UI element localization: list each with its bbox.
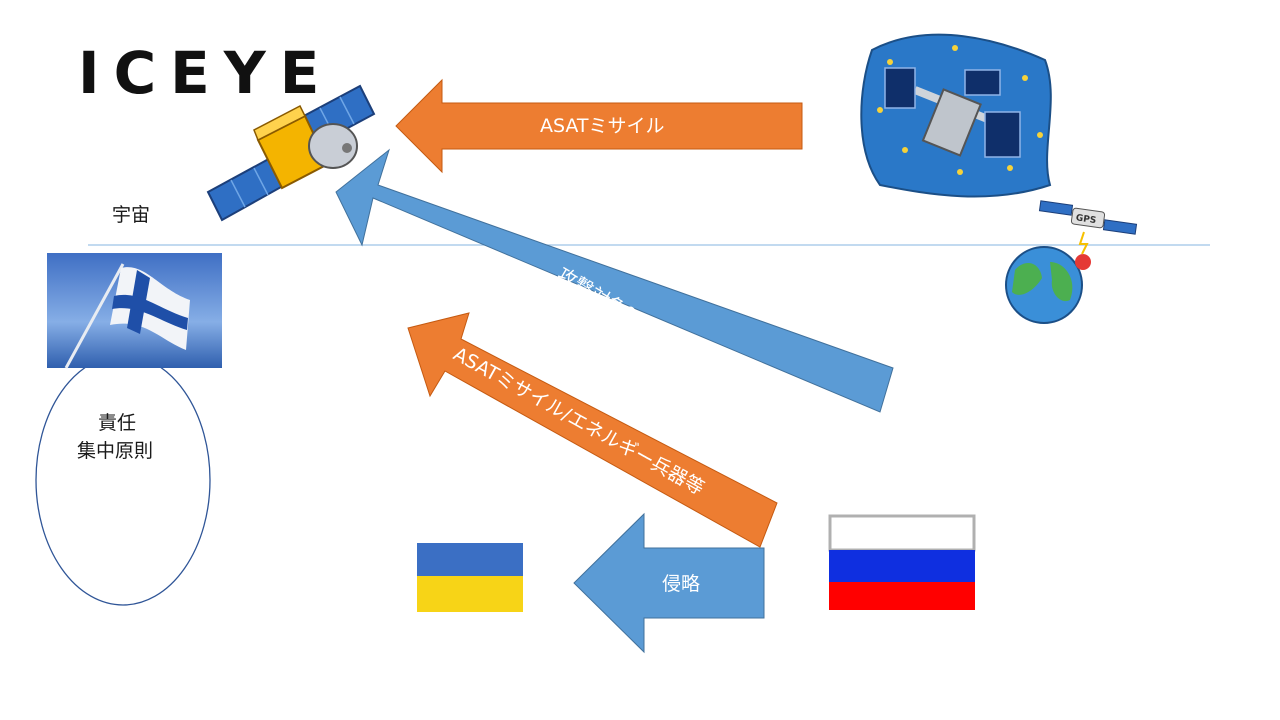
ukraine-flag	[417, 543, 523, 612]
russia-flag	[828, 514, 976, 610]
invasion-arrow: 侵略	[573, 512, 765, 654]
principle-label-line2: 集中原則	[77, 440, 154, 462]
asat-energy-arrow: ASATミサイル/エネルギー兵器等	[407, 312, 778, 548]
invasion-arrow-label: 侵略	[662, 573, 700, 595]
principle-ellipse	[35, 354, 211, 606]
finland-flag-photo	[47, 253, 222, 369]
gps-earth-icon: GPS	[1005, 200, 1138, 324]
principle-label-line1: 責任	[97, 412, 136, 434]
space-station-icon	[860, 33, 1052, 198]
iceye-logo: ICEYE	[78, 39, 334, 107]
asat-missile-arrow: ASATミサイル	[395, 78, 803, 174]
asat-missile-arrow-label: ASATミサイル	[540, 115, 665, 137]
gps-text: GPS	[1075, 213, 1097, 226]
asat-energy-arrow-label: ASATミサイル/エネルギー兵器等	[450, 343, 708, 499]
space-label: 宇宙	[112, 204, 151, 226]
attack-target-arrow: 攻撃対象？	[335, 148, 894, 413]
satellite-icon	[206, 84, 376, 222]
